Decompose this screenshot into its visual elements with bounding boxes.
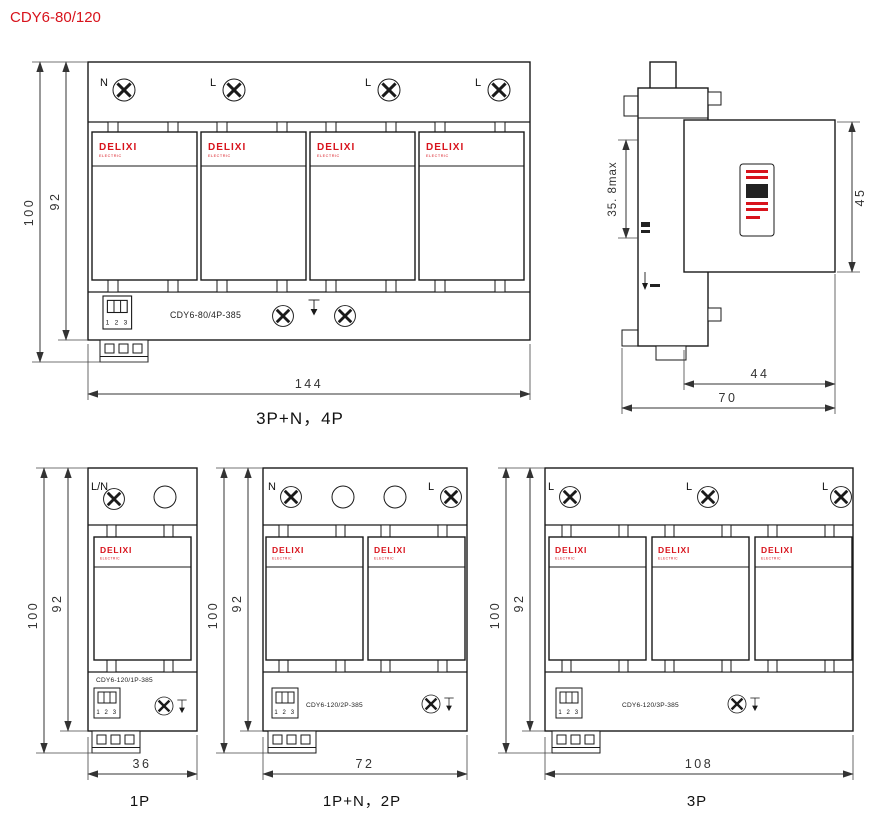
terminal-screw-icon — [279, 485, 303, 509]
din-clip — [99, 339, 149, 363]
dim-depth-module: 44 — [751, 367, 770, 381]
terminal-hole-icon — [383, 485, 407, 509]
terminal-screw-icon — [439, 485, 463, 509]
spd-module — [754, 524, 853, 673]
dim-height-body: 92 — [230, 594, 244, 613]
mount-screw-icon — [153, 695, 175, 717]
terminal-hole-icon — [331, 485, 355, 509]
spd-module — [91, 121, 198, 293]
spd-module — [200, 121, 307, 293]
view-front-3p: L L L CDY6-120/3P-385 100 92 108 3P — [488, 467, 854, 810]
model-number: CDY6-120/1P-385 — [96, 677, 153, 684]
mount-screw-icon — [271, 304, 295, 328]
dim-height-body: 92 — [512, 594, 526, 613]
terminal-screw-icon — [696, 485, 720, 509]
terminal-screw-icon — [221, 77, 247, 103]
model-number: CDY6-120/2P-385 — [306, 702, 363, 709]
mount-screw-icon — [420, 693, 442, 715]
spd-module — [265, 524, 364, 673]
din-clip — [267, 730, 317, 754]
status-window-icon — [93, 687, 121, 719]
dim-height-total: 100 — [22, 198, 36, 226]
terminal-screw-icon — [486, 77, 512, 103]
terminal-label-l: L — [428, 481, 434, 493]
model-number: CDY6-80/4P-385 — [170, 310, 241, 320]
terminal-label-l3: L — [822, 481, 828, 493]
mount-screw-icon — [726, 693, 748, 715]
terminal-label-n: N — [268, 481, 276, 493]
dim-width: 72 — [356, 757, 375, 771]
mount-screw-icon — [333, 304, 357, 328]
status-window-icon — [102, 295, 133, 330]
din-clip — [91, 730, 141, 754]
view-caption: 1P — [130, 793, 150, 810]
terminal-label-ln: L/N — [91, 481, 108, 493]
dim-width: 36 — [133, 757, 152, 771]
terminal-hole-icon — [153, 485, 177, 509]
terminal-screw-icon — [376, 77, 402, 103]
view-front-2p: N L CDY6-120/2P-385 100 92 72 1P+N，2P — [206, 467, 468, 810]
spd-module — [367, 524, 466, 673]
spd-module — [309, 121, 416, 293]
tiny-markings — [641, 222, 660, 290]
status-window-icon — [271, 687, 299, 719]
view-side: 35. 8max 45 44 70 — [607, 61, 867, 414]
terminal-label-l1: L — [548, 481, 554, 493]
dim-height-body: 92 — [50, 594, 64, 613]
terminal-label-l2: L — [365, 77, 371, 89]
spd-module — [548, 524, 647, 673]
terminal-screw-icon — [558, 485, 582, 509]
terminal-label-n: N — [100, 77, 108, 89]
dim-height-body: 92 — [48, 192, 62, 211]
spd-module — [651, 524, 750, 673]
spd-module — [418, 121, 525, 293]
view-caption: 3P — [687, 793, 707, 810]
terminal-label-l1: L — [210, 77, 216, 89]
dim-height-total: 100 — [488, 601, 502, 629]
dim-depth-max: 35. 8max — [607, 161, 619, 216]
page-title: CDY6-80/120 — [10, 9, 101, 26]
terminal-screw-icon — [111, 77, 137, 103]
status-window-icon — [555, 687, 583, 719]
view-front-1p: L/N CDY6-120/1P-385 100 92 36 1P — [26, 467, 198, 810]
spd-module — [93, 524, 192, 673]
view-front-4p: N L L L CDY6-80/4P-385 100 92 144 3P+N，4… — [22, 61, 531, 428]
dim-height-total: 100 — [26, 601, 40, 629]
dim-module-height: 45 — [853, 188, 867, 207]
terminal-label-l2: L — [686, 481, 692, 493]
product-label — [739, 163, 775, 237]
terminal-screw-icon — [102, 487, 126, 511]
dim-depth-total: 70 — [719, 391, 738, 405]
dim-height-total: 100 — [206, 601, 220, 629]
view-caption: 3P+N，4P — [256, 409, 344, 428]
side-profile — [621, 61, 836, 361]
dim-width: 108 — [685, 757, 713, 771]
din-clip — [551, 730, 601, 754]
dim-width: 144 — [295, 377, 323, 391]
model-number: CDY6-120/3P-385 — [622, 702, 679, 709]
view-caption: 1P+N，2P — [323, 793, 401, 810]
terminal-screw-icon — [829, 485, 853, 509]
terminal-label-l3: L — [475, 77, 481, 89]
